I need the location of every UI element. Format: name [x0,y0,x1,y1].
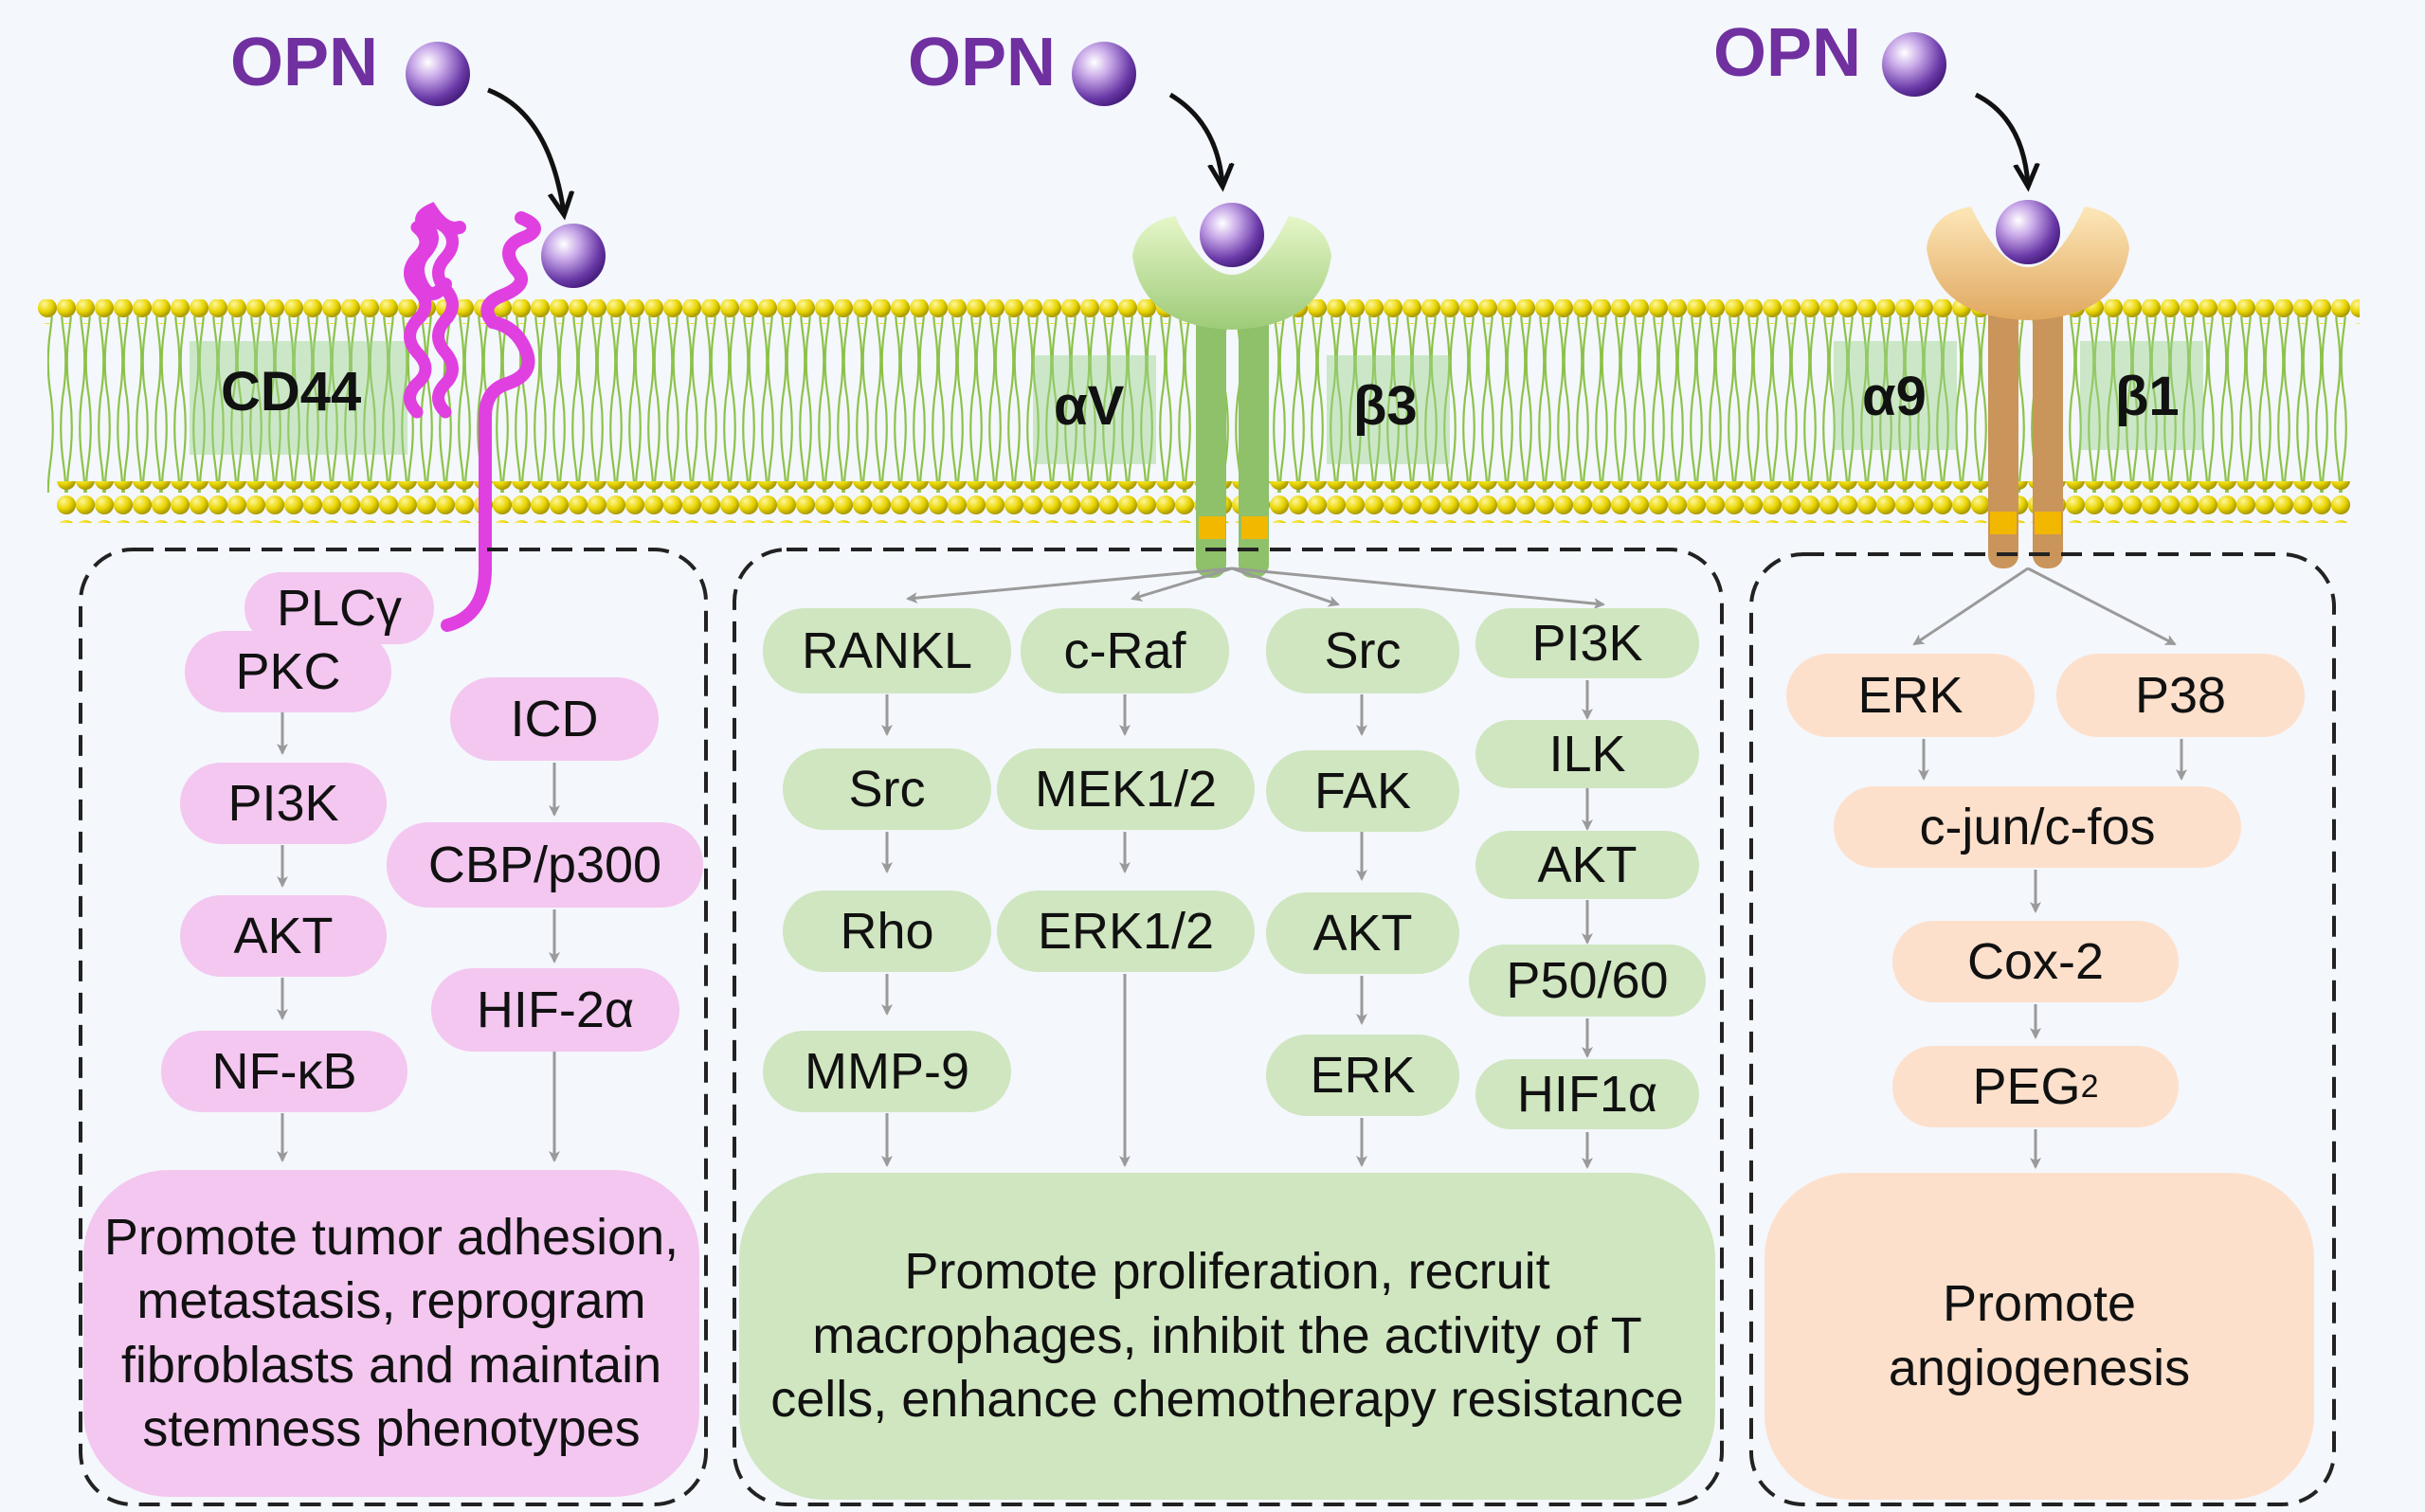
node-akt-3: AKT [1475,831,1699,899]
node-cbp-p300: CBP/p300 [387,822,703,908]
outcome-avb3: Promote proliferation, recruit macrophag… [739,1173,1715,1500]
node-pi3k: PI3K [180,763,387,844]
node-nfkb: NF-κB [161,1031,407,1112]
node-icd: ICD [450,677,659,761]
node-erk12: ERK1/2 [997,891,1255,972]
opn-label-3: OPN [1713,15,1862,91]
node-rankl: RANKL [763,608,1011,693]
node-rho: Rho [783,891,991,972]
receptor-label-av: αV [1054,375,1125,437]
node-p38: P38 [2056,654,2305,737]
node-cox2: Cox-2 [1892,921,2179,1002]
receptor-label-a9: α9 [1862,366,1927,427]
node-akt: AKT [180,895,387,977]
node-src-2: Src [1266,608,1459,693]
node-src-1: Src [783,748,991,830]
opn-ball-1 [406,42,470,106]
node-craf: c-Raf [1021,608,1229,693]
node-ilk: ILK [1475,720,1699,788]
node-cjun-cfos: c-jun/c-fos [1834,786,2241,868]
opn-label-1: OPN [230,25,379,100]
outcome-cd44: Promote tumor adhesion, metastasis, repr… [83,1170,699,1497]
node-p5060: P50/60 [1469,945,1706,1017]
integrin-a9b1 [1927,207,2129,568]
node-peg2-sub: 2 [2080,1068,2099,1105]
node-erk-2: ERK [1266,1035,1459,1116]
node-akt-2: AKT [1266,892,1459,974]
node-pkc: PKC [185,631,391,712]
node-pi3k-2: PI3K [1475,608,1699,678]
node-mek12: MEK1/2 [997,748,1255,830]
panel-a9b1-border [1749,552,2336,1506]
receptor-label-b3: β3 [1353,375,1418,437]
node-fak: FAK [1266,750,1459,832]
panel-avb3-border [733,548,1724,1506]
outcome-a9b1: Promote angiogenesis [1764,1173,2314,1500]
opn-ball-3-bound [1996,200,2060,264]
node-hif1a: HIF1α [1475,1059,1699,1129]
node-mmp9: MMP-9 [763,1031,1011,1112]
binding-arrow-2 [1168,92,1222,185]
receptor-label-b1: β1 [2115,366,2180,427]
opn-ball-2-bound [1200,203,1264,267]
binding-arrow-1 [487,87,564,213]
node-erk-3: ERK [1786,654,2035,737]
pathway-arrows [277,567,2187,1169]
node-peg2-main: PEG [1972,1058,2081,1115]
panel-cd44-border [79,548,708,1506]
cd44-loops [404,215,459,419]
receptor-label-backdrops [190,341,2203,464]
opn-ball-3 [1882,32,1946,97]
binding-arrow-3 [1974,92,2028,185]
node-hif2a: HIF-2α [431,968,679,1052]
receptor-label-cd44: CD44 [221,361,362,423]
opn-ball-1-bound [541,224,606,288]
opn-ball-2 [1072,42,1136,106]
integrin-avb3 [1132,216,1331,578]
opn-label-2: OPN [908,25,1057,100]
